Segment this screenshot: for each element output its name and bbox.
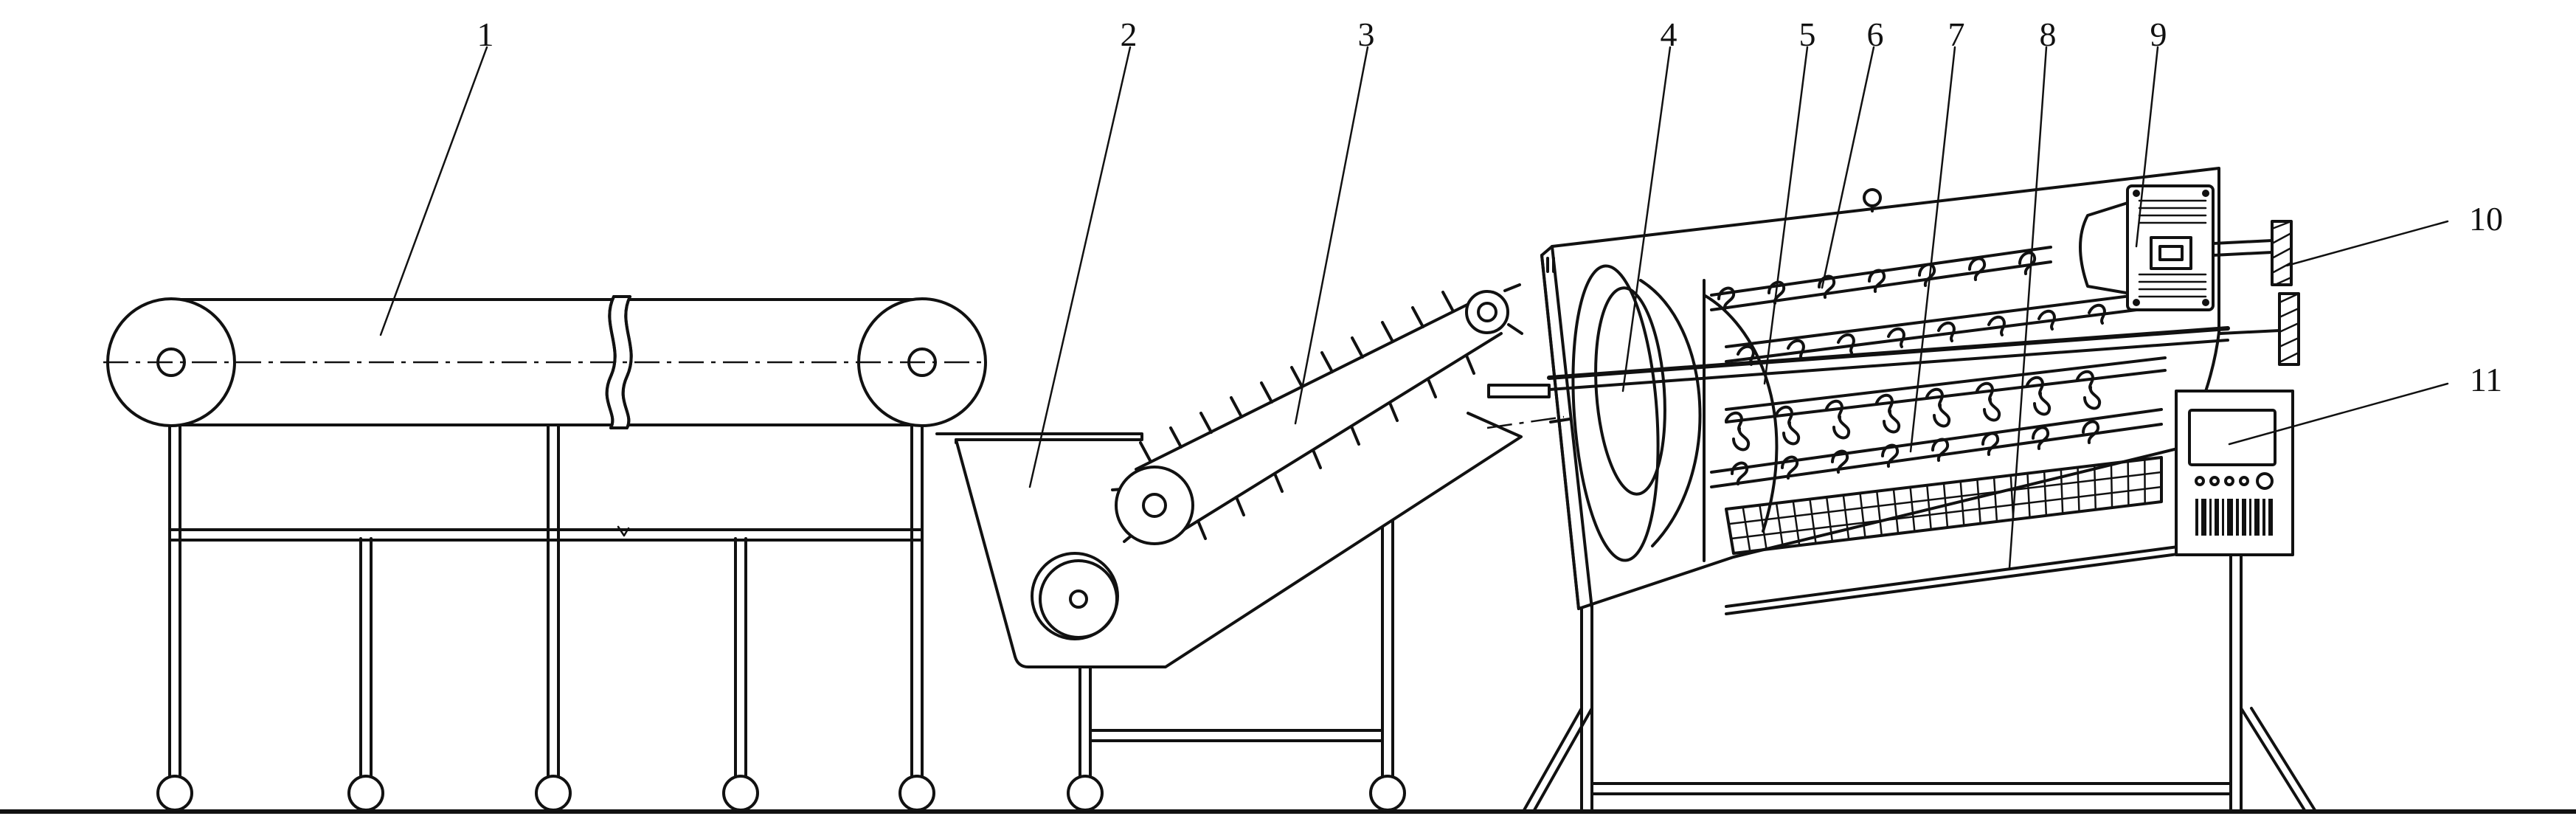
hopper-elevator (935, 283, 1523, 812)
mesh-bar (1809, 498, 1817, 544)
mesh-bar (2060, 468, 2064, 515)
drum-opening (1571, 264, 1660, 562)
control-panel (2175, 390, 2294, 556)
callout-10: 10 (2469, 200, 2503, 238)
housing-knob (1863, 188, 1882, 207)
mesh-screen-bars (1725, 456, 2163, 555)
belt-conveyor (103, 295, 988, 812)
elevator-belt-bottom (1166, 332, 1503, 542)
drum-machine (1486, 167, 2316, 812)
callout-3: 3 (1358, 15, 1375, 53)
callout-8: 8 (2040, 15, 2057, 53)
mesh-bar (1792, 499, 1801, 547)
mesh-bar (1742, 506, 1751, 553)
callout-9: 9 (2150, 15, 2167, 53)
mesh-bar (1976, 478, 1981, 525)
coupling (2219, 220, 2300, 366)
callout-4: 4 (1661, 15, 1677, 53)
panel-barcode (2195, 499, 2273, 536)
panel-knob (2256, 472, 2274, 490)
callout-2: 2 (1121, 15, 1138, 53)
callout-11: 11 (2470, 361, 2502, 398)
mesh-bar (1926, 484, 1932, 530)
mesh-bar (2110, 462, 2113, 509)
callout-1: 1 (477, 15, 494, 53)
mesh-bar (2043, 470, 2048, 517)
hopper-body (943, 412, 1523, 668)
mesh-bar (1892, 488, 1900, 535)
mesh-bar (1859, 492, 1866, 539)
callout-6: 6 (1867, 15, 1884, 53)
machine-stand (1523, 471, 2316, 812)
drain-tray (1725, 544, 2185, 608)
mesh-bar (1942, 482, 1949, 529)
mesh-bar (2077, 466, 2080, 513)
elevator-belt-top (1135, 294, 1488, 471)
mesh-bar (1875, 490, 1883, 537)
mesh-bar (2026, 472, 2031, 519)
mesh-bar (1842, 494, 1850, 541)
drum-shaft (1547, 326, 2230, 380)
conveyor-wheels (156, 775, 935, 812)
inlet-chute (1487, 384, 1551, 398)
mesh-bar (1775, 502, 1784, 549)
mesh-bar (2127, 460, 2130, 507)
mesh-bar (1759, 504, 1767, 550)
callout-7: 7 (1948, 15, 1965, 53)
panel-screen (2188, 409, 2276, 466)
beater-hooks (1717, 251, 2106, 485)
leader-lines (379, 46, 2449, 570)
callout-labels: 1 2 3 4 5 6 7 8 9 10 11 (477, 15, 2504, 398)
mesh-bar (1959, 480, 1965, 527)
mesh-bar (1992, 476, 1998, 523)
mesh-bar (1725, 508, 1735, 555)
callout-5: 5 (1799, 15, 1816, 53)
mesh-bar (1825, 496, 1834, 543)
mesh-bar (1909, 486, 1916, 533)
mesh-bar (2093, 464, 2097, 511)
conveyor-legs (168, 423, 924, 780)
motor (2079, 184, 2274, 311)
